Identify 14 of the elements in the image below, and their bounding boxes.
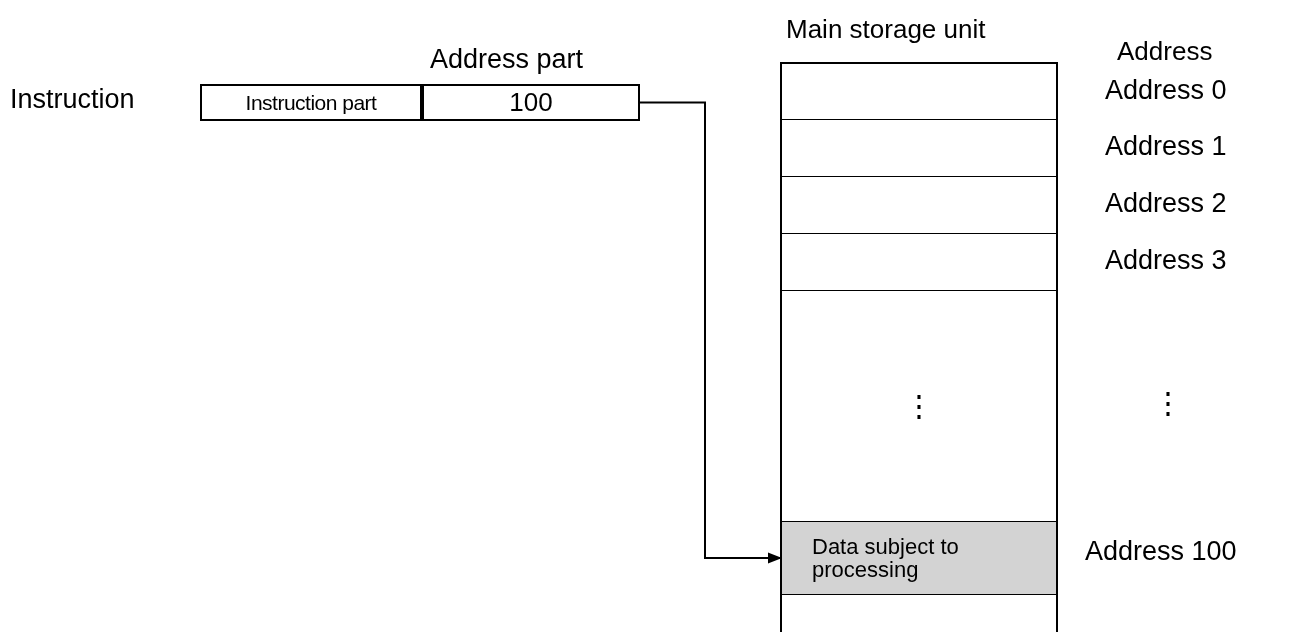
- column-heading: Address: [1117, 36, 1213, 67]
- register-label: Instruction: [10, 84, 135, 115]
- address-label: Address 3: [1105, 245, 1227, 276]
- column-heading: Main storage unit: [786, 14, 986, 45]
- address-label: Address 100: [1085, 536, 1237, 567]
- instruction-field: Instruction part: [200, 84, 422, 121]
- address-label: Address 2: [1105, 188, 1227, 219]
- address-field: 100: [422, 84, 640, 121]
- data-cell: Data subject to processing: [782, 522, 1056, 594]
- field-heading: Address part: [430, 44, 584, 75]
- arrow: [639, 101, 783, 564]
- ellipsis: ⋮: [1153, 385, 1183, 420]
- address-label: Address 1: [1105, 131, 1227, 162]
- address-label: Address 0: [1105, 75, 1227, 106]
